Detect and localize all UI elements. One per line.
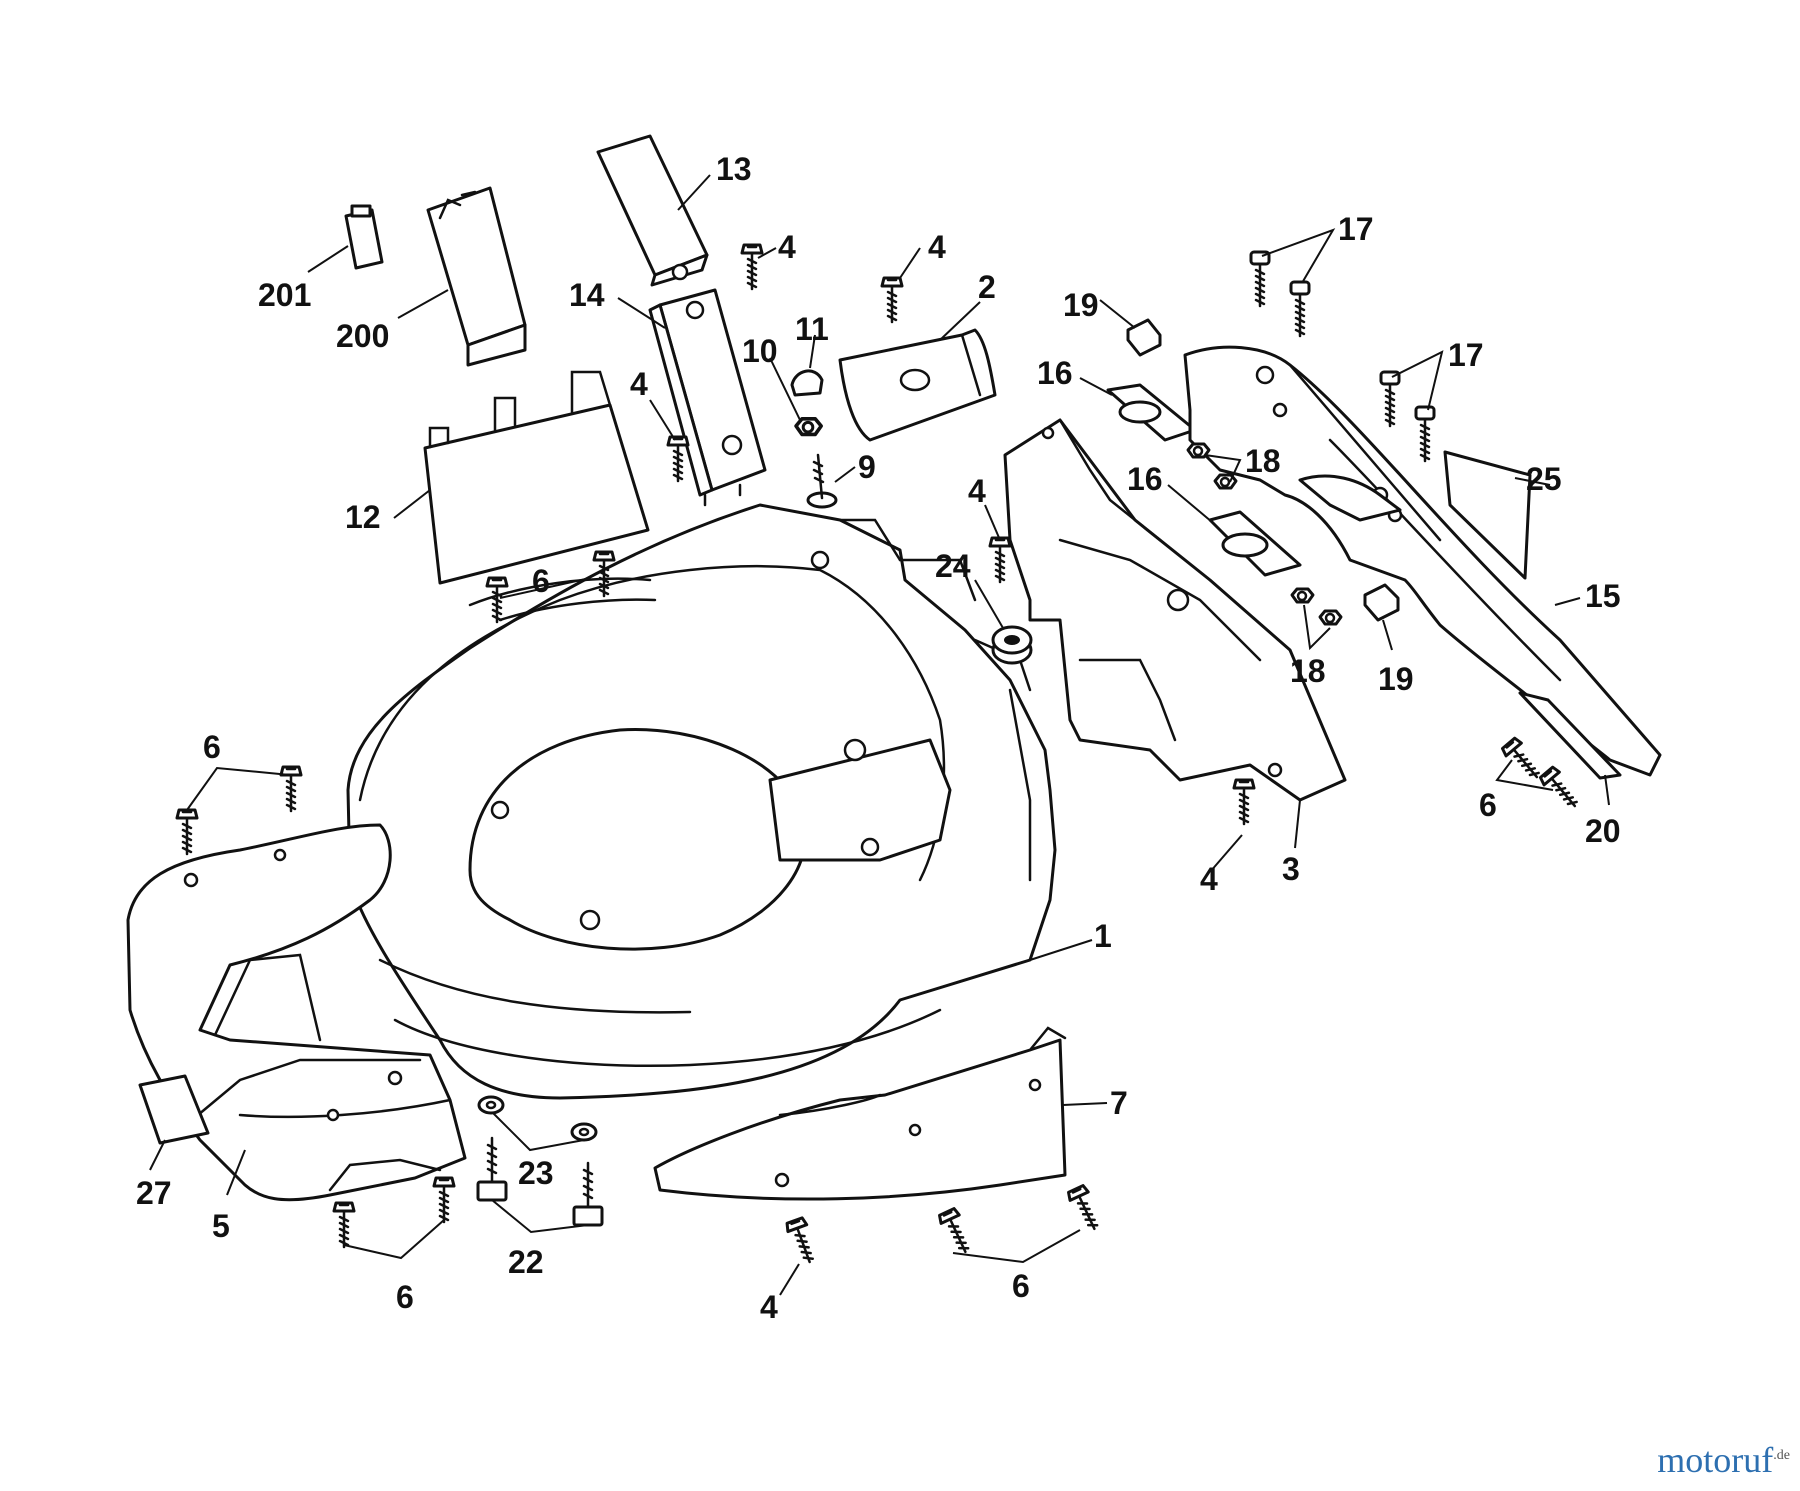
stud-9 xyxy=(806,453,838,509)
battery-box-200 xyxy=(426,186,527,367)
label-200: 200 xyxy=(336,318,389,354)
grommet-24 xyxy=(991,625,1033,665)
label-16a: 16 xyxy=(1037,355,1073,391)
label-18b: 18 xyxy=(1290,653,1326,689)
rear-flap-3 xyxy=(1003,418,1347,802)
label-25: 25 xyxy=(1526,461,1562,497)
watermark-logo: motoruf.de xyxy=(1657,1439,1790,1481)
screw-6f xyxy=(432,1176,456,1224)
washer-23a xyxy=(477,1095,505,1115)
nut-18d xyxy=(1318,609,1343,626)
nut-18c xyxy=(1290,587,1315,604)
label-4c: 4 xyxy=(630,366,648,402)
cover-2 xyxy=(838,328,997,442)
label-22: 22 xyxy=(508,1244,544,1280)
bolt-17a xyxy=(1249,250,1271,308)
label-201: 201 xyxy=(258,277,311,313)
label-4f: 4 xyxy=(760,1289,778,1325)
connector-201 xyxy=(344,204,384,270)
screw-6h xyxy=(1065,1183,1105,1235)
label-17b: 17 xyxy=(1448,337,1484,373)
screw-6g xyxy=(936,1206,976,1258)
knob-19b xyxy=(1363,583,1400,622)
label-16b: 16 xyxy=(1127,461,1163,497)
label-17a: 17 xyxy=(1338,211,1374,247)
label-23: 23 xyxy=(518,1155,554,1191)
label-1: 1 xyxy=(1094,918,1112,954)
label-20: 20 xyxy=(1585,813,1621,849)
lid-13 xyxy=(596,134,709,287)
label-4d: 4 xyxy=(968,473,986,509)
label-4a: 4 xyxy=(778,229,796,265)
screw-4b xyxy=(880,276,904,324)
label-12: 12 xyxy=(345,499,381,535)
label-18a: 18 xyxy=(1245,443,1281,479)
square-bolt-22a xyxy=(476,1136,508,1202)
label-14: 14 xyxy=(569,277,605,313)
label-4b: 4 xyxy=(928,229,946,265)
deck-housing xyxy=(346,503,1057,1100)
label-6d: 6 xyxy=(1012,1268,1030,1304)
screw-6i xyxy=(1499,735,1547,785)
nut-10 xyxy=(794,416,824,437)
label-6e: 6 xyxy=(1479,787,1497,823)
part-labels: 1 2 3 4 4 4 4 4 4 5 6 6 6 6 6 7 9 10 11 … xyxy=(136,151,1621,1325)
bracket-box-14 xyxy=(648,288,767,507)
bolt-17d xyxy=(1414,405,1436,463)
knob-19a xyxy=(1126,318,1162,357)
label-19a: 19 xyxy=(1063,287,1099,323)
screw-6e xyxy=(332,1201,356,1249)
label-19b: 19 xyxy=(1378,661,1414,697)
label-5: 5 xyxy=(212,1208,230,1244)
plate-25 xyxy=(1443,450,1532,580)
label-11: 11 xyxy=(795,311,829,347)
front-cover-5 xyxy=(126,823,467,1202)
cover-plate-12 xyxy=(423,370,650,585)
label-6c: 6 xyxy=(396,1279,414,1315)
leader-lines xyxy=(149,174,1610,1296)
label-27 xyxy=(138,1074,210,1145)
label-15: 15 xyxy=(1585,578,1621,614)
label-2: 2 xyxy=(978,269,996,305)
label-6a: 6 xyxy=(532,563,550,599)
plate-20 xyxy=(1518,691,1622,780)
screw-4a xyxy=(740,243,764,291)
label-24: 24 xyxy=(935,548,971,584)
label-13: 13 xyxy=(716,151,752,187)
screw-4e xyxy=(1232,778,1256,826)
label-7: 7 xyxy=(1110,1085,1128,1121)
watermark-suffix: .de xyxy=(1773,1448,1790,1463)
screw-4c xyxy=(666,435,690,483)
screw-6a xyxy=(485,576,509,624)
label-6b: 6 xyxy=(203,729,221,765)
screw-4d xyxy=(988,536,1012,584)
bolt-17b xyxy=(1289,280,1311,338)
label-27: 27 xyxy=(136,1175,172,1211)
hinge-16b xyxy=(1208,510,1302,577)
bolt-17c xyxy=(1379,370,1401,428)
cap-nut-11 xyxy=(790,369,824,397)
square-bolt-22b xyxy=(572,1161,604,1227)
screw-4f xyxy=(783,1215,821,1267)
label-9: 9 xyxy=(858,449,876,485)
screw-6c xyxy=(175,808,199,856)
label-3: 3 xyxy=(1282,851,1300,887)
side-plate-7 xyxy=(653,1026,1067,1201)
watermark-text: motoruf xyxy=(1657,1440,1774,1480)
washer-23b xyxy=(570,1122,598,1142)
label-4e: 4 xyxy=(1200,861,1218,897)
label-10: 10 xyxy=(742,333,778,369)
hinge-16a xyxy=(1106,383,1197,442)
